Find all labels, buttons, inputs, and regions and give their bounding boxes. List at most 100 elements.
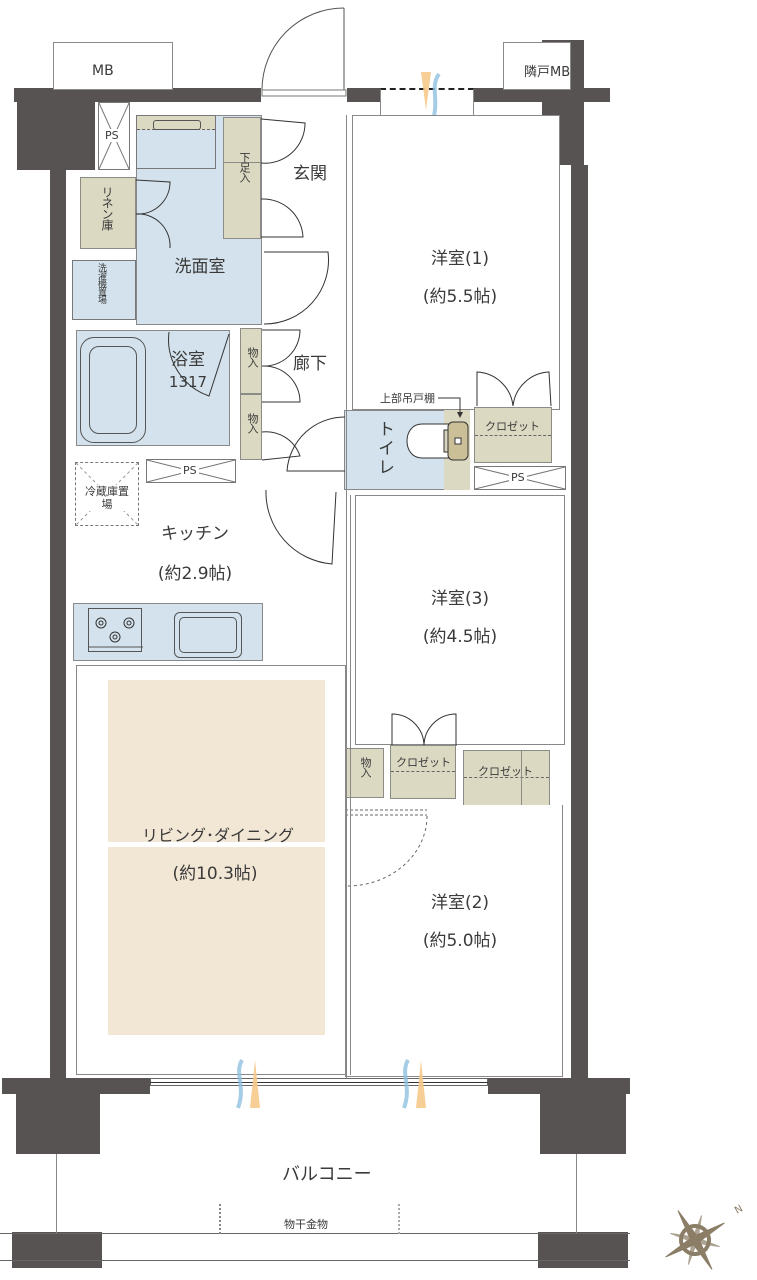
living-floor-upper bbox=[108, 680, 325, 842]
hallway-label: 廊下 bbox=[293, 354, 327, 374]
western-room-2-size: (約5.0帖) bbox=[422, 931, 498, 951]
ps-label: PS bbox=[181, 464, 199, 477]
bathroom bbox=[76, 330, 230, 446]
top-wall-left bbox=[14, 88, 261, 102]
toilet-door-swing bbox=[286, 416, 346, 472]
bottom-left-column bbox=[16, 1090, 100, 1154]
washroom-door-swing bbox=[263, 251, 329, 325]
shoe-storage: 下足入 bbox=[223, 117, 261, 239]
western-room-1-name: 洋室(1) bbox=[430, 249, 490, 269]
left-wall bbox=[50, 168, 66, 1080]
laundry-hardware-label: 物干金物 bbox=[284, 1218, 328, 1231]
closet-doors-w1 bbox=[476, 371, 552, 407]
upper-cabinet-label: 上部吊戸棚 bbox=[380, 392, 435, 405]
shoe-divider bbox=[224, 162, 260, 163]
shoe-storage-doors bbox=[260, 118, 306, 238]
closet-w3: クロゼット bbox=[390, 745, 456, 799]
toilet-fixture-icon bbox=[406, 421, 469, 461]
partition-line bbox=[350, 495, 351, 1075]
hall-storage-doors bbox=[261, 329, 301, 461]
entrance-label: 玄関 bbox=[293, 164, 327, 184]
balcony-right-edge bbox=[576, 1154, 577, 1234]
kitchen-sink bbox=[174, 612, 242, 658]
hall-storage-2: 物入 bbox=[240, 394, 262, 460]
shoe-storage-label: 下足入 bbox=[238, 152, 251, 182]
western-room-2-name: 洋室(2) bbox=[430, 893, 490, 913]
right-wall bbox=[571, 165, 588, 1080]
balcony-rail-top bbox=[0, 1233, 630, 1234]
ps-top: PS bbox=[98, 102, 130, 170]
kitchen-label: キッチン bbox=[161, 524, 229, 544]
entrance-door-swing bbox=[261, 7, 347, 97]
washer-label: 洗濯機置場 bbox=[96, 263, 106, 303]
balcony-left-edge bbox=[56, 1154, 57, 1234]
bathtub-inner bbox=[89, 346, 137, 434]
laundry-pole-left bbox=[219, 1204, 221, 1234]
closet-divider bbox=[521, 751, 522, 805]
vanity-bowl bbox=[153, 120, 201, 130]
ps-w1: PS bbox=[474, 466, 566, 490]
bath-size-code: 1317 bbox=[168, 373, 208, 391]
sink-basin bbox=[179, 617, 237, 653]
fridge-space: 冷蔵庫置場 bbox=[75, 462, 139, 526]
balcony-sash-rail bbox=[150, 1082, 488, 1083]
cooktop bbox=[88, 608, 143, 652]
storage-living-label: 物入 bbox=[359, 757, 372, 777]
washroom-label: 洗面室 bbox=[174, 257, 226, 277]
ventilation-icon-living bbox=[236, 1059, 260, 1109]
closet-rail bbox=[464, 777, 549, 778]
western-room-3-name: 洋室(3) bbox=[430, 589, 490, 609]
ps-label: PS bbox=[105, 129, 119, 142]
linen-storage: リネン庫 bbox=[80, 177, 136, 249]
balcony-left-foot bbox=[12, 1232, 102, 1268]
compass-north-label: N bbox=[733, 1203, 745, 1216]
living-size: (約10.3帖) bbox=[172, 864, 258, 884]
bathtub bbox=[80, 337, 146, 443]
top-wall-right bbox=[347, 88, 384, 102]
kitchen-door-swing bbox=[265, 489, 337, 565]
western-room-1-size: (約5.5帖) bbox=[422, 287, 498, 307]
hall-storage-2-label: 物入 bbox=[246, 413, 259, 433]
linen-label: リネン庫 bbox=[100, 186, 114, 230]
top-wall-left-block bbox=[17, 100, 95, 170]
closet-doors-w3 bbox=[391, 713, 457, 747]
washer-space: 洗濯機置場 bbox=[72, 260, 136, 320]
neighbor-mb-box: 隣戸MB bbox=[503, 42, 571, 90]
compass-icon: N bbox=[665, 1203, 745, 1270]
burner-icons bbox=[89, 617, 143, 648]
fridge-label: 冷蔵庫置場 bbox=[84, 485, 130, 511]
western-room-1 bbox=[352, 115, 560, 410]
closet-w1-label: クロゼット bbox=[485, 420, 540, 433]
closet-w1: クロゼット bbox=[474, 407, 552, 463]
top-wall-right-2 bbox=[472, 88, 610, 102]
vanity-unit bbox=[136, 115, 216, 169]
ventilation-icon-western2 bbox=[402, 1059, 426, 1109]
mb-box: MB bbox=[53, 42, 173, 90]
ps-label: PS bbox=[509, 471, 527, 484]
partition-line bbox=[346, 115, 347, 1080]
linen-doors bbox=[135, 179, 171, 249]
balcony-rail-bottom bbox=[0, 1260, 630, 1261]
bath-label: 浴室 bbox=[171, 350, 205, 370]
w2-door-swing-dashed bbox=[345, 809, 428, 887]
living-floor-lower bbox=[108, 847, 325, 1035]
balcony-right-foot bbox=[538, 1232, 628, 1268]
toilet-label: トイレ bbox=[374, 420, 394, 477]
mb-label: MB bbox=[92, 63, 114, 79]
closet-w2-label: クロゼット bbox=[478, 765, 533, 778]
hall-storage-1: 物入 bbox=[240, 328, 262, 394]
western-room-2 bbox=[345, 805, 563, 1077]
kitchen-size: (約2.9帖) bbox=[157, 564, 233, 584]
closet-rail bbox=[391, 771, 455, 772]
closet-w3-label: クロゼット bbox=[396, 756, 451, 769]
upper-cabinet-leader bbox=[438, 397, 463, 418]
ps-kitchen: PS bbox=[146, 459, 236, 483]
living-label: リビング･ダイニング bbox=[141, 826, 294, 845]
bath-door-swing bbox=[168, 331, 230, 397]
hall-storage-1-label: 物入 bbox=[246, 347, 259, 367]
western-room-3 bbox=[355, 495, 565, 745]
closet-rail bbox=[475, 435, 551, 436]
western-room-3-size: (約4.5帖) bbox=[422, 627, 498, 647]
bottom-right-column bbox=[540, 1090, 626, 1154]
laundry-pole-right bbox=[398, 1204, 400, 1234]
